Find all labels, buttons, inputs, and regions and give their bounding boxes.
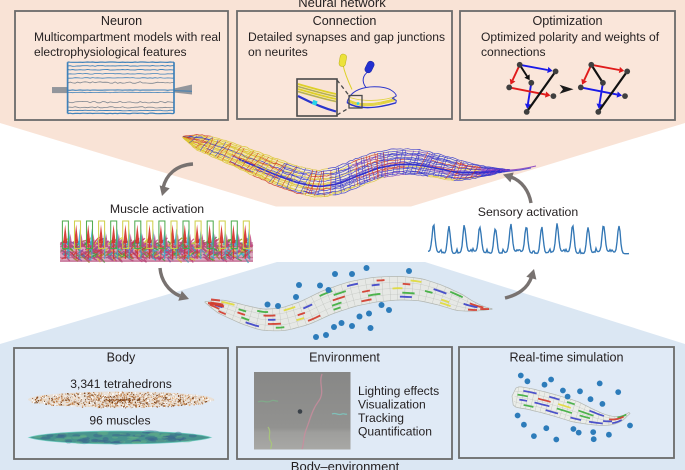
svg-text:Muscle activation: Muscle activation bbox=[110, 202, 204, 216]
svg-text:Body–environment: Body–environment bbox=[291, 459, 400, 470]
svg-text:Multicompartment models with r: Multicompartment models with real bbox=[34, 30, 221, 44]
svg-text:Optimized polarity and weights: Optimized polarity and weights of bbox=[481, 30, 660, 44]
svg-text:connections: connections bbox=[481, 45, 546, 59]
svg-text:Tracking: Tracking bbox=[358, 411, 404, 425]
svg-text:Real-time simulation: Real-time simulation bbox=[509, 351, 623, 365]
svg-text:Neural network: Neural network bbox=[298, 0, 386, 10]
svg-text:Lighting effects: Lighting effects bbox=[358, 384, 439, 398]
svg-text:Body: Body bbox=[107, 351, 136, 365]
svg-text:Neuron: Neuron bbox=[101, 14, 142, 28]
svg-text:electrophysiological features: electrophysiological features bbox=[34, 45, 187, 59]
svg-text:Quantification: Quantification bbox=[358, 425, 432, 439]
svg-text:Visualization: Visualization bbox=[358, 398, 426, 412]
svg-text:Optimization: Optimization bbox=[533, 14, 603, 28]
svg-text:Detailed synapses and gap junc: Detailed synapses and gap junctions bbox=[248, 30, 445, 44]
svg-text:96 muscles: 96 muscles bbox=[89, 414, 150, 428]
svg-text:3,341 tetrahedrons: 3,341 tetrahedrons bbox=[70, 377, 172, 391]
svg-text:on neurites: on neurites bbox=[248, 45, 308, 59]
svg-text:Environment: Environment bbox=[309, 351, 380, 365]
svg-text:Sensory activation: Sensory activation bbox=[478, 205, 579, 219]
svg-text:Connection: Connection bbox=[313, 14, 377, 28]
